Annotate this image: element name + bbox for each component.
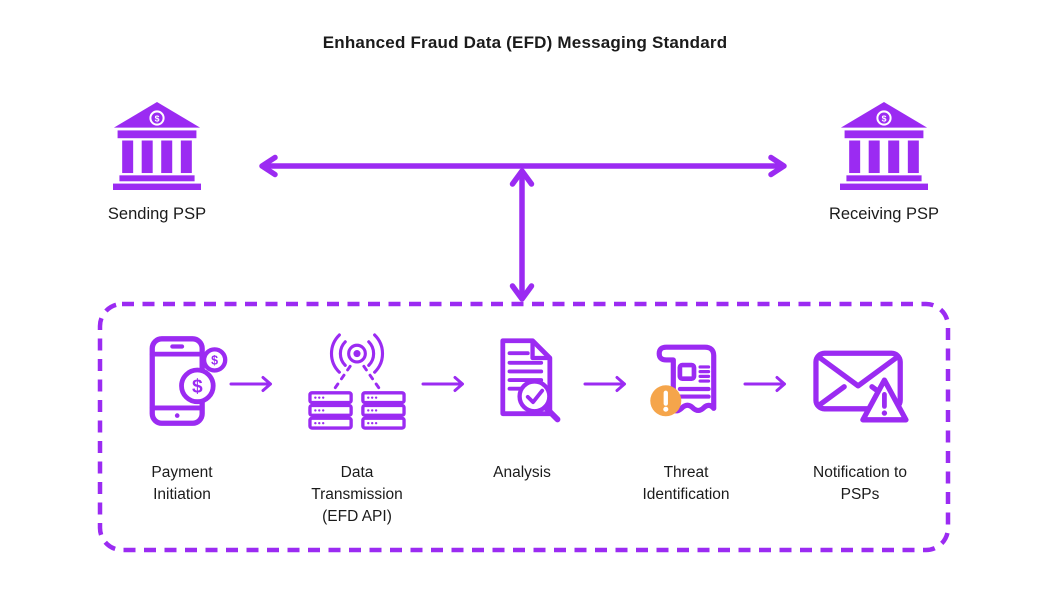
- step-label: Data Transmission (EFD API): [311, 464, 403, 525]
- step-analysis: Analysis: [447, 330, 597, 484]
- dollar-glyph: $: [192, 377, 203, 398]
- flow-arrow: [583, 376, 626, 392]
- document-search-icon: [500, 338, 561, 423]
- step-payment-initiation: $ $ Payment Initiation: [107, 330, 257, 506]
- step-label: Analysis: [493, 464, 551, 481]
- flow-arrow: [229, 376, 272, 392]
- flow-arrow: [743, 376, 786, 392]
- server-stack-left: [308, 391, 353, 430]
- receipt-alert-icon: [650, 344, 717, 417]
- wireless-servers-icon: [308, 333, 406, 430]
- hub-bidirectional-arrow: [509, 168, 535, 302]
- warning-triangle: [860, 377, 909, 423]
- step-notification-psps: Notification to PSPs: [785, 330, 935, 506]
- alert-badge: [650, 385, 682, 417]
- step-label: Threat Identification: [642, 464, 730, 503]
- server-stack-right: [361, 391, 406, 430]
- efd-process-panel: [97, 301, 951, 553]
- step-label: Notification to PSPs: [813, 464, 907, 503]
- sending-psp: $ Sending PSP: [97, 102, 217, 224]
- bank-icon: $: [113, 102, 201, 190]
- step-data-transmission: Data Transmission (EFD API): [282, 330, 432, 528]
- flow-arrow: [421, 376, 464, 392]
- step-label: Payment Initiation: [151, 464, 213, 503]
- sending-psp-label: Sending PSP: [107, 205, 207, 223]
- envelope-warning-icon: [813, 350, 909, 423]
- bank-icon: $: [840, 102, 928, 190]
- checkmark: [525, 388, 545, 405]
- page-title: Enhanced Fraud Data (EFD) Messaging Stan…: [322, 33, 728, 52]
- dollar-glyph: $: [155, 114, 160, 124]
- dollar-glyph: $: [882, 114, 887, 124]
- step-threat-identification: Threat Identification: [611, 330, 761, 506]
- receiving-psp-label: Receiving PSP: [828, 205, 940, 223]
- receiving-psp: $ Receiving PSP: [821, 102, 947, 224]
- psp-bidirectional-arrow: [259, 154, 787, 178]
- smartphone-payment-icon: $ $: [149, 336, 228, 426]
- dollar-glyph: $: [211, 353, 218, 367]
